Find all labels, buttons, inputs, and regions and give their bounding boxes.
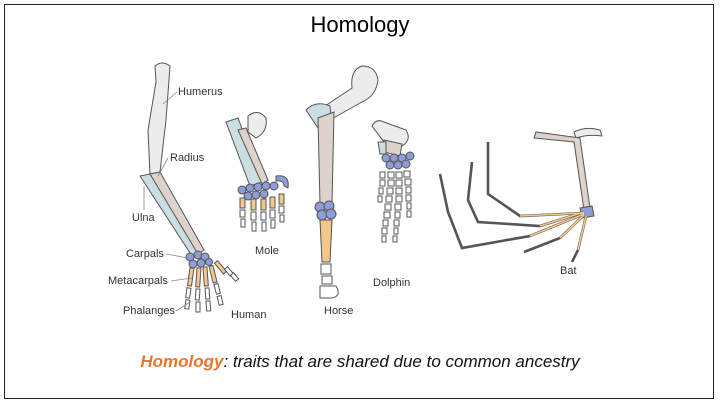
horse-metacarpal	[319, 219, 333, 263]
horse-limb	[305, 65, 379, 299]
label-bat: Bat	[560, 265, 577, 277]
mole-phalanges	[239, 205, 285, 232]
slide-title: Homology	[310, 12, 410, 37]
label-human: Human	[231, 309, 267, 321]
caption-definition: : traits that are shared due to common a…	[223, 352, 580, 371]
horse-radius	[317, 111, 335, 205]
human-phalanges	[184, 266, 240, 313]
human-metacarpals	[186, 260, 228, 288]
mole-humerus	[247, 112, 267, 139]
mole-carpals	[237, 181, 279, 201]
human-arm	[139, 62, 240, 313]
label-phalanges: Phalanges	[123, 305, 175, 317]
dolphin-limb	[371, 120, 415, 243]
mole-radius	[237, 127, 269, 185]
mole-limb	[225, 112, 289, 232]
label-carpals: Carpals	[126, 248, 164, 260]
horse-carpals	[314, 200, 337, 221]
slide-frame	[4, 4, 714, 399]
dolphin-humerus	[371, 120, 409, 147]
dolphin-ulna	[377, 141, 387, 155]
dolphin-digits	[377, 170, 412, 243]
label-dolphin: Dolphin	[373, 277, 411, 289]
mole-metacarpals	[239, 193, 285, 211]
bat-radius	[533, 131, 591, 211]
label-ulna: Ulna	[132, 212, 155, 224]
dolphin-carpals	[381, 151, 415, 170]
caption-keyword: Homology	[140, 352, 224, 371]
label-mole: Mole	[255, 245, 279, 257]
label-metacarpals: Metacarpals	[108, 275, 168, 287]
bat-wing	[438, 127, 603, 263]
label-horse: Horse	[324, 305, 354, 317]
horse-humerus	[321, 65, 379, 121]
caption: Homology: traits that are shared due to …	[0, 352, 720, 372]
horse-phalanges	[319, 263, 339, 299]
human-leader-lines	[143, 91, 193, 312]
label-radius: Radius	[170, 152, 205, 164]
human-carpals	[185, 250, 213, 269]
label-humerus: Humerus	[178, 86, 223, 98]
mole-extra-bone	[275, 175, 289, 189]
bat-humerus	[573, 127, 603, 139]
human-radius	[149, 171, 205, 255]
human-humerus	[147, 62, 171, 175]
bat-digits	[438, 142, 588, 263]
bat-metacarpals	[519, 211, 587, 251]
